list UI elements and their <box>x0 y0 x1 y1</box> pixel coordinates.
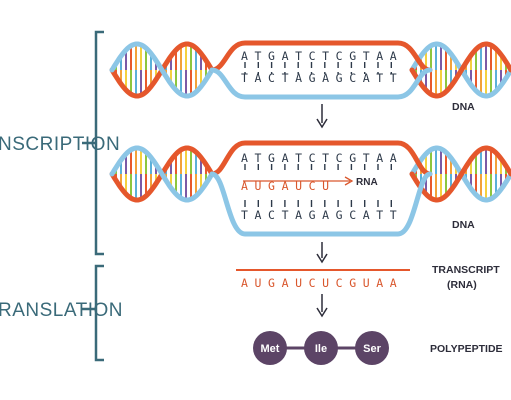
translation-bracket <box>82 264 104 362</box>
translation-label: RANSLATION <box>0 300 123 321</box>
arrow-down-2 <box>316 242 328 264</box>
rna-fragment-sequence: AUGAUCU <box>241 179 336 193</box>
rna-label: RNA <box>356 177 378 188</box>
dna-strand-coding <box>209 40 433 73</box>
amino-acid-circle <box>304 331 338 365</box>
dna-strand <box>109 145 215 203</box>
transcript-label: TRANSCRIPT <box>432 264 500 276</box>
coding-strand-sequence: ATGATCTCGTAA <box>241 151 403 165</box>
dna-label-top: DNA <box>452 101 475 113</box>
dna-strand <box>109 41 215 99</box>
arrow-down-1 <box>316 104 328 129</box>
dna-strand-coding <box>209 140 433 177</box>
dna-strand-template <box>209 171 433 237</box>
amino-acid-ser: Ser <box>363 343 381 355</box>
template-strand-sequence: TACTAGAGCATT <box>241 71 403 85</box>
transcription-label: NSCRIPTION <box>0 134 120 155</box>
dna-molecule-bottom <box>109 140 511 237</box>
amino-acid-circle <box>253 331 287 365</box>
dna-strand <box>409 145 511 203</box>
polypeptide-label: POLYPEPTIDE <box>430 343 503 355</box>
transcript-label-sub: (RNA) <box>447 279 477 291</box>
dna-strand-template <box>209 67 433 100</box>
dna-label-bottom: DNA <box>452 219 475 231</box>
dna-strand <box>409 41 511 99</box>
polypeptide-chain: Met Ile Ser <box>253 331 389 365</box>
transcription-bracket <box>82 30 104 256</box>
amino-acid-met: Met <box>261 343 280 355</box>
amino-acid-ile: Ile <box>315 343 327 355</box>
rna-arrow <box>243 176 354 186</box>
dna-molecule-top <box>109 40 511 100</box>
brackets <box>82 30 104 362</box>
arrow-down-3 <box>316 294 328 318</box>
coding-strand-sequence: ATGATCTCGTAA <box>241 49 403 63</box>
transcript-sequence: AUGAUCUCGUAA <box>241 276 403 290</box>
amino-acid-circle <box>355 331 389 365</box>
template-strand-sequence: TACTAGAGCATT <box>241 208 403 222</box>
